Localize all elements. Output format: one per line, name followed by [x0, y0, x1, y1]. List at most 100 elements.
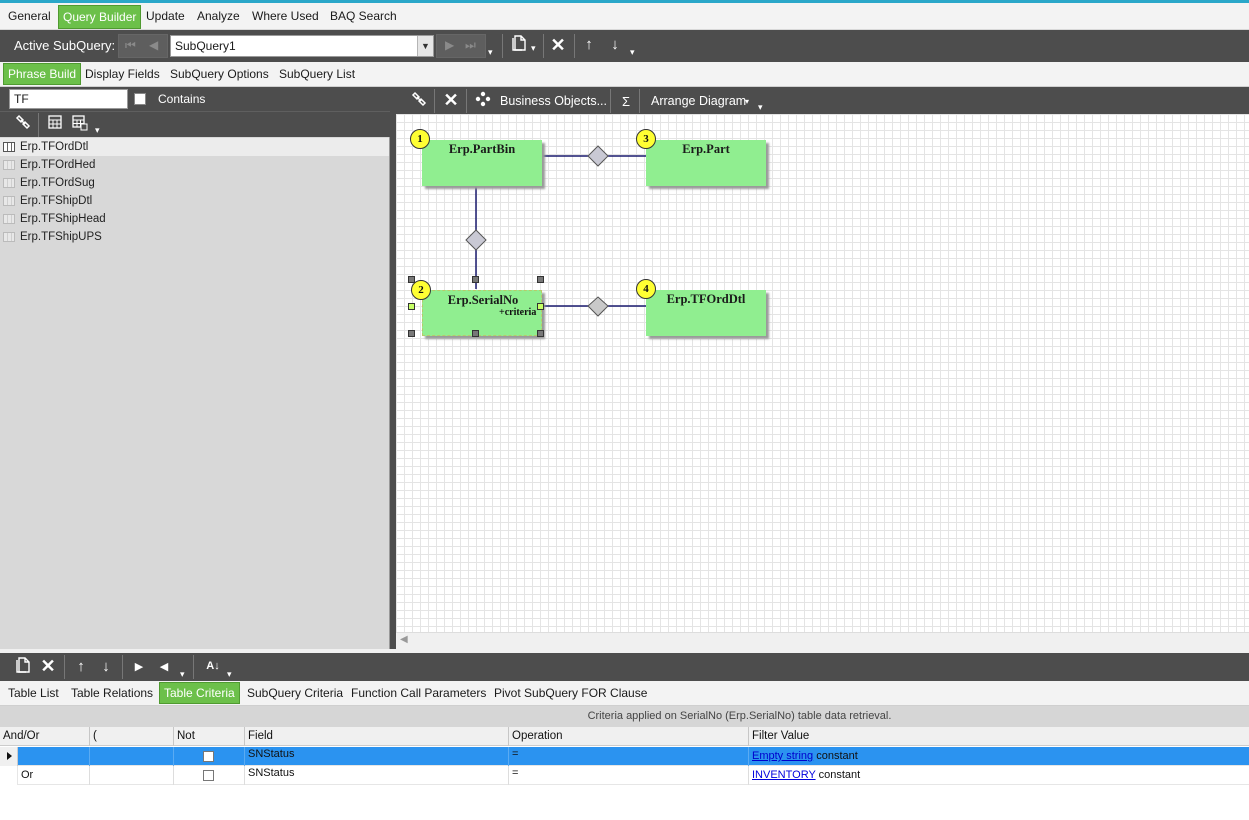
column-and-or[interactable]: And/Or [0, 727, 90, 746]
tab-where-used[interactable]: Where Used [252, 9, 319, 23]
tab-subquery-criteria[interactable]: SubQuery Criteria [247, 686, 344, 700]
column-field[interactable]: Field [245, 727, 509, 746]
overflow-icon[interactable]: ▾ [227, 669, 232, 679]
filter-value-link[interactable]: INVENTORY [752, 769, 816, 781]
cell-and-or[interactable]: Or [18, 766, 90, 785]
cell-paren[interactable] [90, 766, 174, 785]
indent-right-icon[interactable]: ▶ [134, 661, 144, 673]
move-up-icon[interactable]: ↑ [77, 658, 85, 675]
tab-analyze[interactable]: Analyze [197, 9, 240, 23]
calculated-table-icon[interactable] [72, 115, 88, 137]
business-objects-button[interactable]: Business Objects... [500, 94, 607, 108]
chevron-down-icon[interactable]: ▾ [531, 43, 536, 53]
last-icon[interactable]: ⏭ [465, 38, 476, 52]
tab-update[interactable]: Update [146, 9, 185, 23]
table-search-input[interactable]: TF [9, 89, 128, 109]
business-objects-icon[interactable] [474, 91, 492, 113]
link-icon[interactable] [14, 114, 32, 136]
table-row[interactable]: Erp.TFShipDtl [0, 192, 389, 210]
diagram-horizontal-scrollbar[interactable]: ◀ [396, 632, 1249, 649]
cell-not[interactable] [174, 747, 245, 766]
not-checkbox[interactable] [203, 751, 214, 762]
cell-paren[interactable] [90, 747, 174, 766]
filter-value-link[interactable]: Empty string [752, 750, 814, 762]
tab-query-builder[interactable]: Query Builder [58, 5, 142, 29]
resize-handle[interactable] [408, 330, 415, 337]
diagram-node-partbin[interactable]: Erp.PartBin [422, 140, 542, 186]
indent-left-icon[interactable]: ◀ [159, 661, 169, 673]
table-row[interactable]: Erp.TFOrdSug [0, 174, 389, 192]
link-icon[interactable] [410, 91, 428, 113]
new-document-icon[interactable] [509, 35, 529, 57]
cell-field[interactable]: SNStatus [245, 747, 509, 766]
resize-handle[interactable] [537, 303, 544, 310]
overflow-icon[interactable]: ▾ [180, 669, 185, 679]
cell-filter-value[interactable]: INVENTORY constant [749, 766, 1249, 785]
move-down-icon[interactable]: ↓ [611, 36, 619, 53]
scroll-left-icon[interactable]: ◀ [400, 634, 408, 645]
sigma-icon[interactable]: Σ [622, 94, 631, 109]
first-icon[interactable]: ⏮ [125, 38, 136, 52]
table-row[interactable]: Or SNStatus = INVENTORY constant [0, 766, 1249, 785]
tab-phrase-build[interactable]: Phrase Build [3, 63, 82, 85]
overflow-icon[interactable]: ▾ [488, 47, 493, 57]
next-icon[interactable]: ▶ [445, 38, 455, 52]
pane-splitter[interactable] [390, 87, 396, 649]
diagram-node-tforddtl[interactable]: Erp.TFOrdDtl [646, 290, 766, 336]
tab-pivot-subquery-for-clause[interactable]: Pivot SubQuery FOR Clause [494, 686, 648, 700]
chevron-down-icon[interactable]: ▾ [745, 97, 750, 106]
tab-baq-search[interactable]: BAQ Search [330, 9, 397, 23]
cell-filter-value[interactable]: Empty string constant [749, 747, 1249, 766]
new-document-icon[interactable] [14, 657, 32, 679]
tab-subquery-options[interactable]: SubQuery Options [170, 67, 269, 81]
resize-handle[interactable] [408, 276, 415, 283]
tab-table-criteria[interactable]: Table Criteria [159, 682, 240, 704]
tab-general[interactable]: General [8, 9, 51, 23]
query-diagram-canvas[interactable]: Erp.PartBin 1 Erp.Part 3 Erp.SerialNo +c… [396, 114, 1249, 649]
sort-az-icon[interactable]: A↓ [206, 660, 220, 672]
move-down-icon[interactable]: ↓ [102, 658, 110, 675]
not-checkbox[interactable] [203, 770, 214, 781]
tab-function-call-parameters[interactable]: Function Call Parameters [351, 686, 487, 700]
table-row[interactable]: Erp.TFShipUPS [0, 228, 389, 246]
cell-field[interactable]: SNStatus [245, 766, 509, 785]
chevron-down-icon[interactable]: ▾ [95, 125, 100, 135]
resize-handle[interactable] [537, 330, 544, 337]
resize-handle[interactable] [472, 330, 479, 337]
column-filter-value[interactable]: Filter Value [752, 730, 810, 742]
cell-and-or[interactable] [18, 747, 90, 766]
cell-not[interactable] [174, 766, 245, 785]
resize-handle[interactable] [537, 276, 544, 283]
tab-table-list[interactable]: Table List [8, 686, 59, 700]
overflow-icon[interactable]: ▾ [630, 47, 635, 57]
chevron-down-icon[interactable]: ▼ [417, 36, 433, 56]
column-not[interactable]: Not [174, 727, 245, 746]
arrange-diagram-button[interactable]: Arrange Diagram [651, 94, 747, 108]
column-operation[interactable]: Operation [509, 727, 749, 746]
delete-icon[interactable]: ✕ [40, 656, 56, 676]
table-row[interactable]: Erp.TFOrdDtl [0, 138, 389, 156]
active-subquery-toolbar: Active SubQuery: ⏮ ◀ SubQuery1 ▼ ▶ ⏭ ▾ ▾… [0, 30, 1249, 62]
table-row[interactable]: Erp.TFShipHead [0, 210, 389, 228]
subquery-select[interactable]: SubQuery1 ▼ [170, 35, 434, 57]
delete-icon[interactable]: ✕ [550, 35, 566, 55]
table-name: Erp.TFOrdHed [20, 159, 96, 171]
contains-checkbox[interactable] [134, 93, 146, 105]
tab-subquery-list[interactable]: SubQuery List [279, 67, 356, 81]
cell-operation[interactable]: = [509, 747, 749, 766]
resize-handle[interactable] [472, 276, 479, 283]
delete-icon[interactable]: ✕ [443, 90, 459, 110]
move-up-icon[interactable]: ↑ [585, 36, 593, 53]
tab-display-fields[interactable]: Display Fields [85, 67, 160, 81]
column-paren[interactable]: ( [90, 727, 174, 746]
prev-icon[interactable]: ◀ [149, 38, 159, 52]
cell-operation[interactable]: = [509, 766, 749, 785]
table-row[interactable]: SNStatus = Empty string constant [0, 747, 1249, 766]
table-row[interactable]: Erp.TFOrdHed [0, 156, 389, 174]
diagram-node-serialno[interactable]: Erp.SerialNo +criteria [422, 290, 542, 336]
table-icon[interactable] [47, 115, 63, 135]
overflow-icon[interactable]: ▾ [758, 102, 763, 112]
resize-handle[interactable] [408, 303, 415, 310]
tab-table-relations[interactable]: Table Relations [71, 686, 154, 700]
diagram-node-part[interactable]: Erp.Part [646, 140, 766, 186]
